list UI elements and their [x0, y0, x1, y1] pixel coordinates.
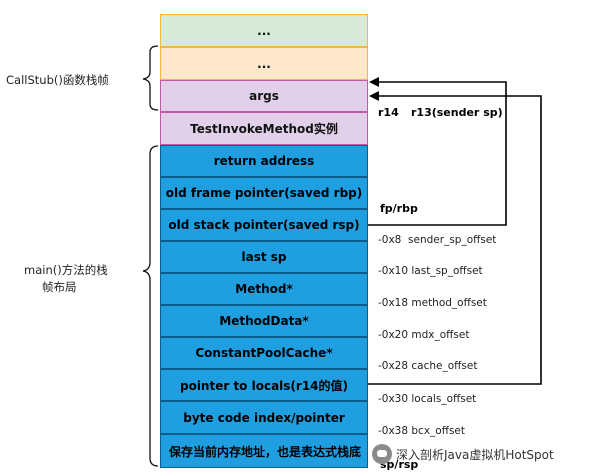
callstub-brace — [142, 45, 159, 111]
register-r14-label: r14 — [378, 106, 399, 119]
stack-cell-ellipsis: ... — [160, 47, 368, 80]
watermark-text: 深入剖析Java虚拟机HotSpot — [396, 447, 554, 462]
stack-cell-method: Method* — [160, 273, 368, 305]
locals-arrow-line — [368, 95, 542, 385]
main-frame-label-line1: main()方法的栈 — [24, 263, 108, 277]
stack-cell-ellipsis-top: ... — [160, 14, 368, 47]
stack-cell-expression-stack-bottom: 保存当前内存地址，也是表达式栈底 — [160, 434, 368, 468]
stack-cell-return-address: return address — [160, 145, 368, 177]
sender-sp-arrowhead — [369, 77, 379, 87]
wechat-icon — [372, 444, 392, 464]
stack-cell-last-sp: last sp — [160, 241, 368, 273]
register-fp-label: fp/rbp — [380, 202, 418, 215]
offset-mdx: -0x20 mdx_offset — [378, 329, 470, 341]
offset-cache: -0x28 cache_offset — [378, 360, 478, 372]
stack-cell-byte-code-index: byte code index/pointer — [160, 401, 368, 434]
stack-cell-test-invoke-instance: TestInvokeMethod实例 — [160, 112, 368, 145]
locals-arrowhead — [369, 91, 379, 101]
main-frame-brace — [142, 145, 159, 467]
watermark: 深入剖析Java虚拟机HotSpot — [372, 444, 554, 464]
stack-cell-args: args — [160, 80, 368, 112]
main-frame-label-line2: 帧布局 — [42, 280, 77, 294]
offset-method: -0x18 method_offset — [378, 297, 487, 309]
stack-cell-pointer-to-locals: pointer to locals(r14的值) — [160, 369, 368, 401]
callstub-frame-label: CallStub()函数栈帧 — [6, 73, 109, 87]
offset-last-sp: -0x10 last_sp_offset — [378, 265, 483, 277]
stack-cell-old-stack-pointer: old stack pointer(saved rsp) — [160, 209, 368, 241]
offset-bcx: -0x38 bcx_offset — [378, 425, 465, 437]
offset-locals: -0x30 locals_offset — [378, 393, 477, 405]
stack-cell-method-data: MethodData* — [160, 305, 368, 337]
sender-sp-arrow-line — [368, 81, 507, 226]
offset-sender-sp: -0x8 sender_sp_offset — [378, 234, 497, 246]
stack-cell-constant-pool-cache: ConstantPoolCache* — [160, 337, 368, 369]
register-sp-label: sp/rsp — [380, 458, 419, 471]
stack-cell-old-frame-pointer: old frame pointer(saved rbp) — [160, 177, 368, 209]
register-r13-label: r13(sender sp) — [411, 106, 503, 119]
